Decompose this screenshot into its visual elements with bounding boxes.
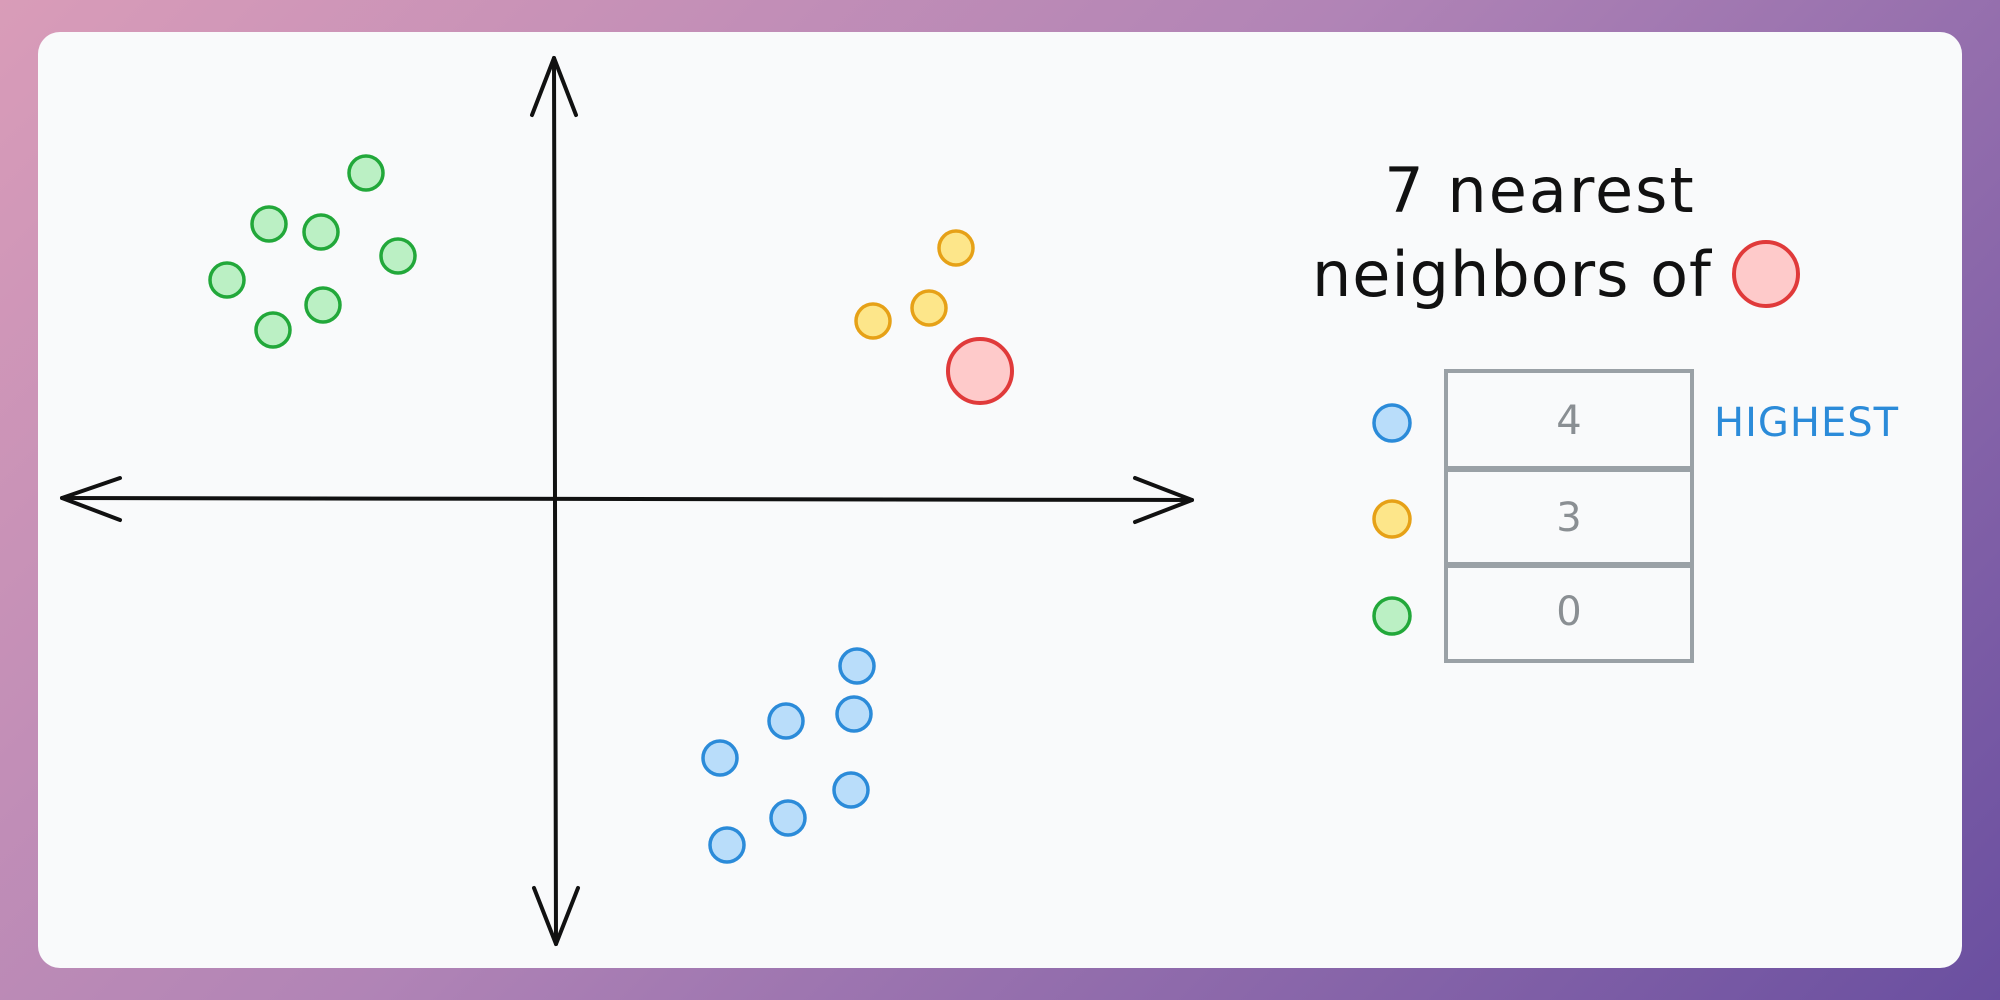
yellow-point bbox=[910, 289, 948, 327]
title-line-1: 7 nearest bbox=[1384, 154, 1695, 227]
x-axis-arrow-right bbox=[1133, 476, 1194, 524]
count-table bbox=[1444, 369, 1694, 663]
count-green: 0 bbox=[1556, 589, 1581, 635]
x-axis-line bbox=[60, 496, 1194, 502]
blue-point bbox=[767, 702, 805, 740]
highest-label: HIGHEST bbox=[1714, 400, 1899, 446]
green-cluster bbox=[208, 154, 417, 349]
green-point bbox=[208, 261, 246, 299]
count-cell-green-box bbox=[1444, 564, 1694, 663]
blue-point bbox=[838, 647, 876, 685]
green-point bbox=[379, 237, 417, 275]
blue-cluster bbox=[701, 647, 876, 864]
green-point bbox=[254, 311, 292, 349]
title-line-2: neighbors of bbox=[1312, 238, 1713, 311]
x-axis-arrow-left bbox=[60, 476, 122, 522]
blue-point bbox=[769, 799, 807, 837]
y-axis-line bbox=[552, 56, 558, 946]
y-axis-arrow-up bbox=[530, 56, 578, 117]
title-query-point-icon bbox=[1732, 240, 1800, 308]
blue-point bbox=[701, 739, 739, 777]
blue-point bbox=[835, 695, 873, 733]
blue-point bbox=[832, 771, 870, 809]
yellow-point bbox=[937, 229, 975, 267]
yellow-cluster bbox=[854, 229, 975, 340]
count-yellow: 3 bbox=[1556, 495, 1581, 541]
legend-yellow-dot bbox=[1372, 499, 1412, 539]
query-point bbox=[946, 337, 1014, 405]
green-point bbox=[250, 205, 288, 243]
green-point bbox=[302, 213, 340, 251]
green-point bbox=[347, 154, 385, 192]
blue-point bbox=[708, 826, 746, 864]
legend-green-dot bbox=[1372, 596, 1412, 636]
legend-blue-dot bbox=[1372, 403, 1412, 443]
axes bbox=[60, 56, 1194, 946]
y-axis-arrow-down bbox=[532, 886, 580, 946]
green-point bbox=[304, 286, 342, 324]
yellow-point bbox=[854, 302, 892, 340]
count-blue: 4 bbox=[1556, 398, 1581, 444]
